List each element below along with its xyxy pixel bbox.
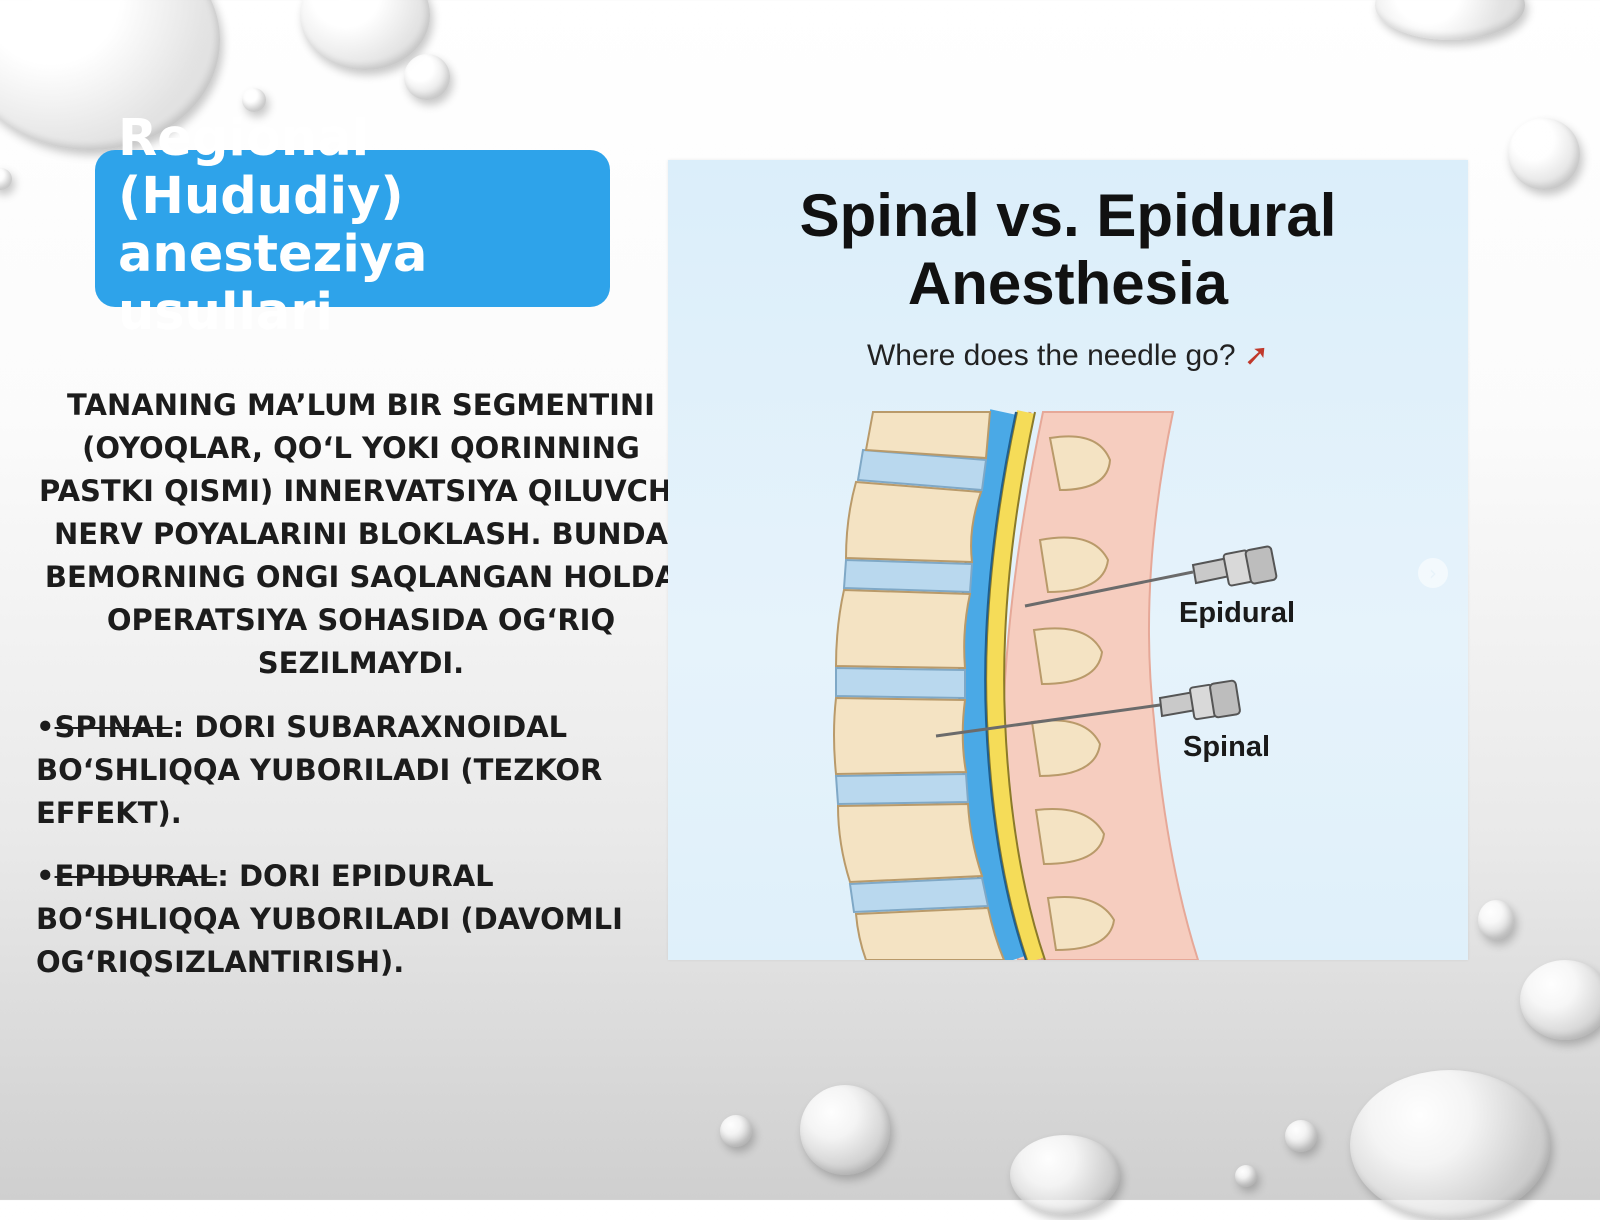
chevron-right-icon[interactable]: ›: [1418, 558, 1448, 588]
water-drop: [1375, 0, 1525, 40]
water-drop: [1508, 118, 1580, 190]
epidural-needle: [1024, 545, 1278, 608]
spinal-needle: [935, 679, 1241, 738]
water-drop: [242, 88, 266, 112]
intro-paragraph: Tananing ma’lum bir segmentini (oyoqlar,…: [39, 388, 683, 680]
water-drop: [1010, 1135, 1120, 1215]
bullet-marker: •: [36, 710, 55, 744]
bullet-text: : Dori subaraxnoidal bo‘shliqqa yuborila…: [36, 710, 603, 830]
bullet-marker: •: [36, 859, 55, 893]
figure-subtitle: Where does the needle go? ➚: [668, 338, 1468, 373]
intervertebral-discs: [834, 448, 990, 914]
water-drop: [1285, 1120, 1317, 1152]
soft-tissue: [1001, 411, 1200, 960]
vertebral-bodies: [833, 411, 1006, 960]
figure-title: Spinal vs. Epidural Anesthesia: [799, 182, 1337, 317]
bullet-term: Spinal: [54, 710, 173, 744]
bullet-text: : Dori epidural bo‘shliqqa yuboriladi (d…: [36, 859, 623, 979]
water-drop: [720, 1115, 752, 1147]
epidural-label: Epidural: [1179, 597, 1296, 629]
figure-subtitle-text: Where does the needle go?: [866, 339, 1236, 372]
water-drop: [404, 54, 450, 100]
bullet-term: Epidural: [54, 859, 218, 893]
bullet-spinal: •Spinal: Dori subaraxnoidal bo‘shliqqa y…: [36, 706, 666, 835]
spine-illustration: [833, 409, 1278, 960]
water-drop: [1350, 1070, 1550, 1220]
water-drop: [1478, 900, 1514, 940]
syringe-icon: ➚: [1243, 339, 1270, 372]
spinous-processes: [1030, 435, 1116, 952]
spinal-label: Spinal: [1183, 731, 1271, 763]
anesthesia-figure: Spinal vs. Epidural Anesthesia Where doe…: [668, 160, 1468, 960]
title-box: [95, 150, 610, 307]
water-drop: [800, 1085, 890, 1175]
epidural-space: [986, 410, 1045, 960]
water-drop: [1520, 960, 1600, 1040]
slide-title: Regional (Hududiy) anesteziya usullari: [118, 109, 428, 342]
bullet-epidural: •Epidural: Dori epidural bo‘shliqqa yubo…: [36, 855, 666, 984]
spinal-canal: [959, 409, 1026, 960]
water-drop: [0, 168, 12, 190]
water-drop: [1235, 1165, 1257, 1187]
